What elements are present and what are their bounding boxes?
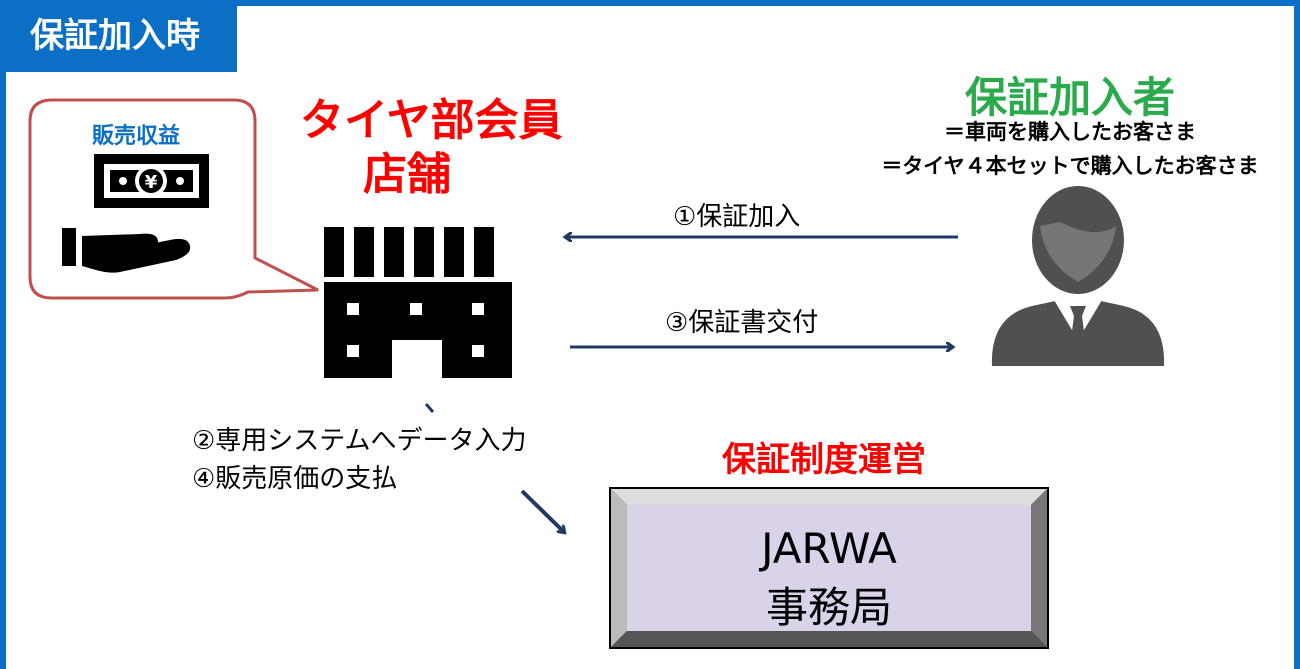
step2-label: ②専用システムへデータ入力 (192, 426, 527, 456)
store-title-line1: タイヤ部会員 (300, 95, 563, 146)
arrow-tick (424, 403, 435, 413)
money-bill-icon: ¥ (94, 154, 209, 208)
section-tab: 保証加入時 (0, 0, 237, 72)
person-icon (991, 186, 1165, 366)
revenue-label: 販売収益 (92, 124, 181, 149)
arrow-to-jarwa (520, 489, 564, 532)
svg-text:¥: ¥ (145, 172, 158, 193)
jarwa-box (609, 487, 1049, 649)
insured-description-line2: ＝タイヤ４本セットで購入したお客さま (881, 154, 1259, 178)
step1-label: ①保証加入 (673, 202, 801, 232)
insured-title: 保証加入者 (964, 73, 1175, 122)
operator-title: 保証制度運営 (722, 440, 926, 480)
step4-label: ④販売原価の支払 (192, 464, 398, 494)
jarwa-box-line1: JARWA (761, 524, 897, 573)
building-icon (324, 227, 512, 378)
jarwa-box-line2: 事務局 (765, 583, 892, 632)
store-title-line2: 店舗 (363, 149, 451, 200)
hand-icon (62, 228, 191, 273)
step3-label: ③保証書交付 (665, 308, 819, 338)
insured-description-line1: ＝車両を購入したお客さま (944, 120, 1196, 144)
